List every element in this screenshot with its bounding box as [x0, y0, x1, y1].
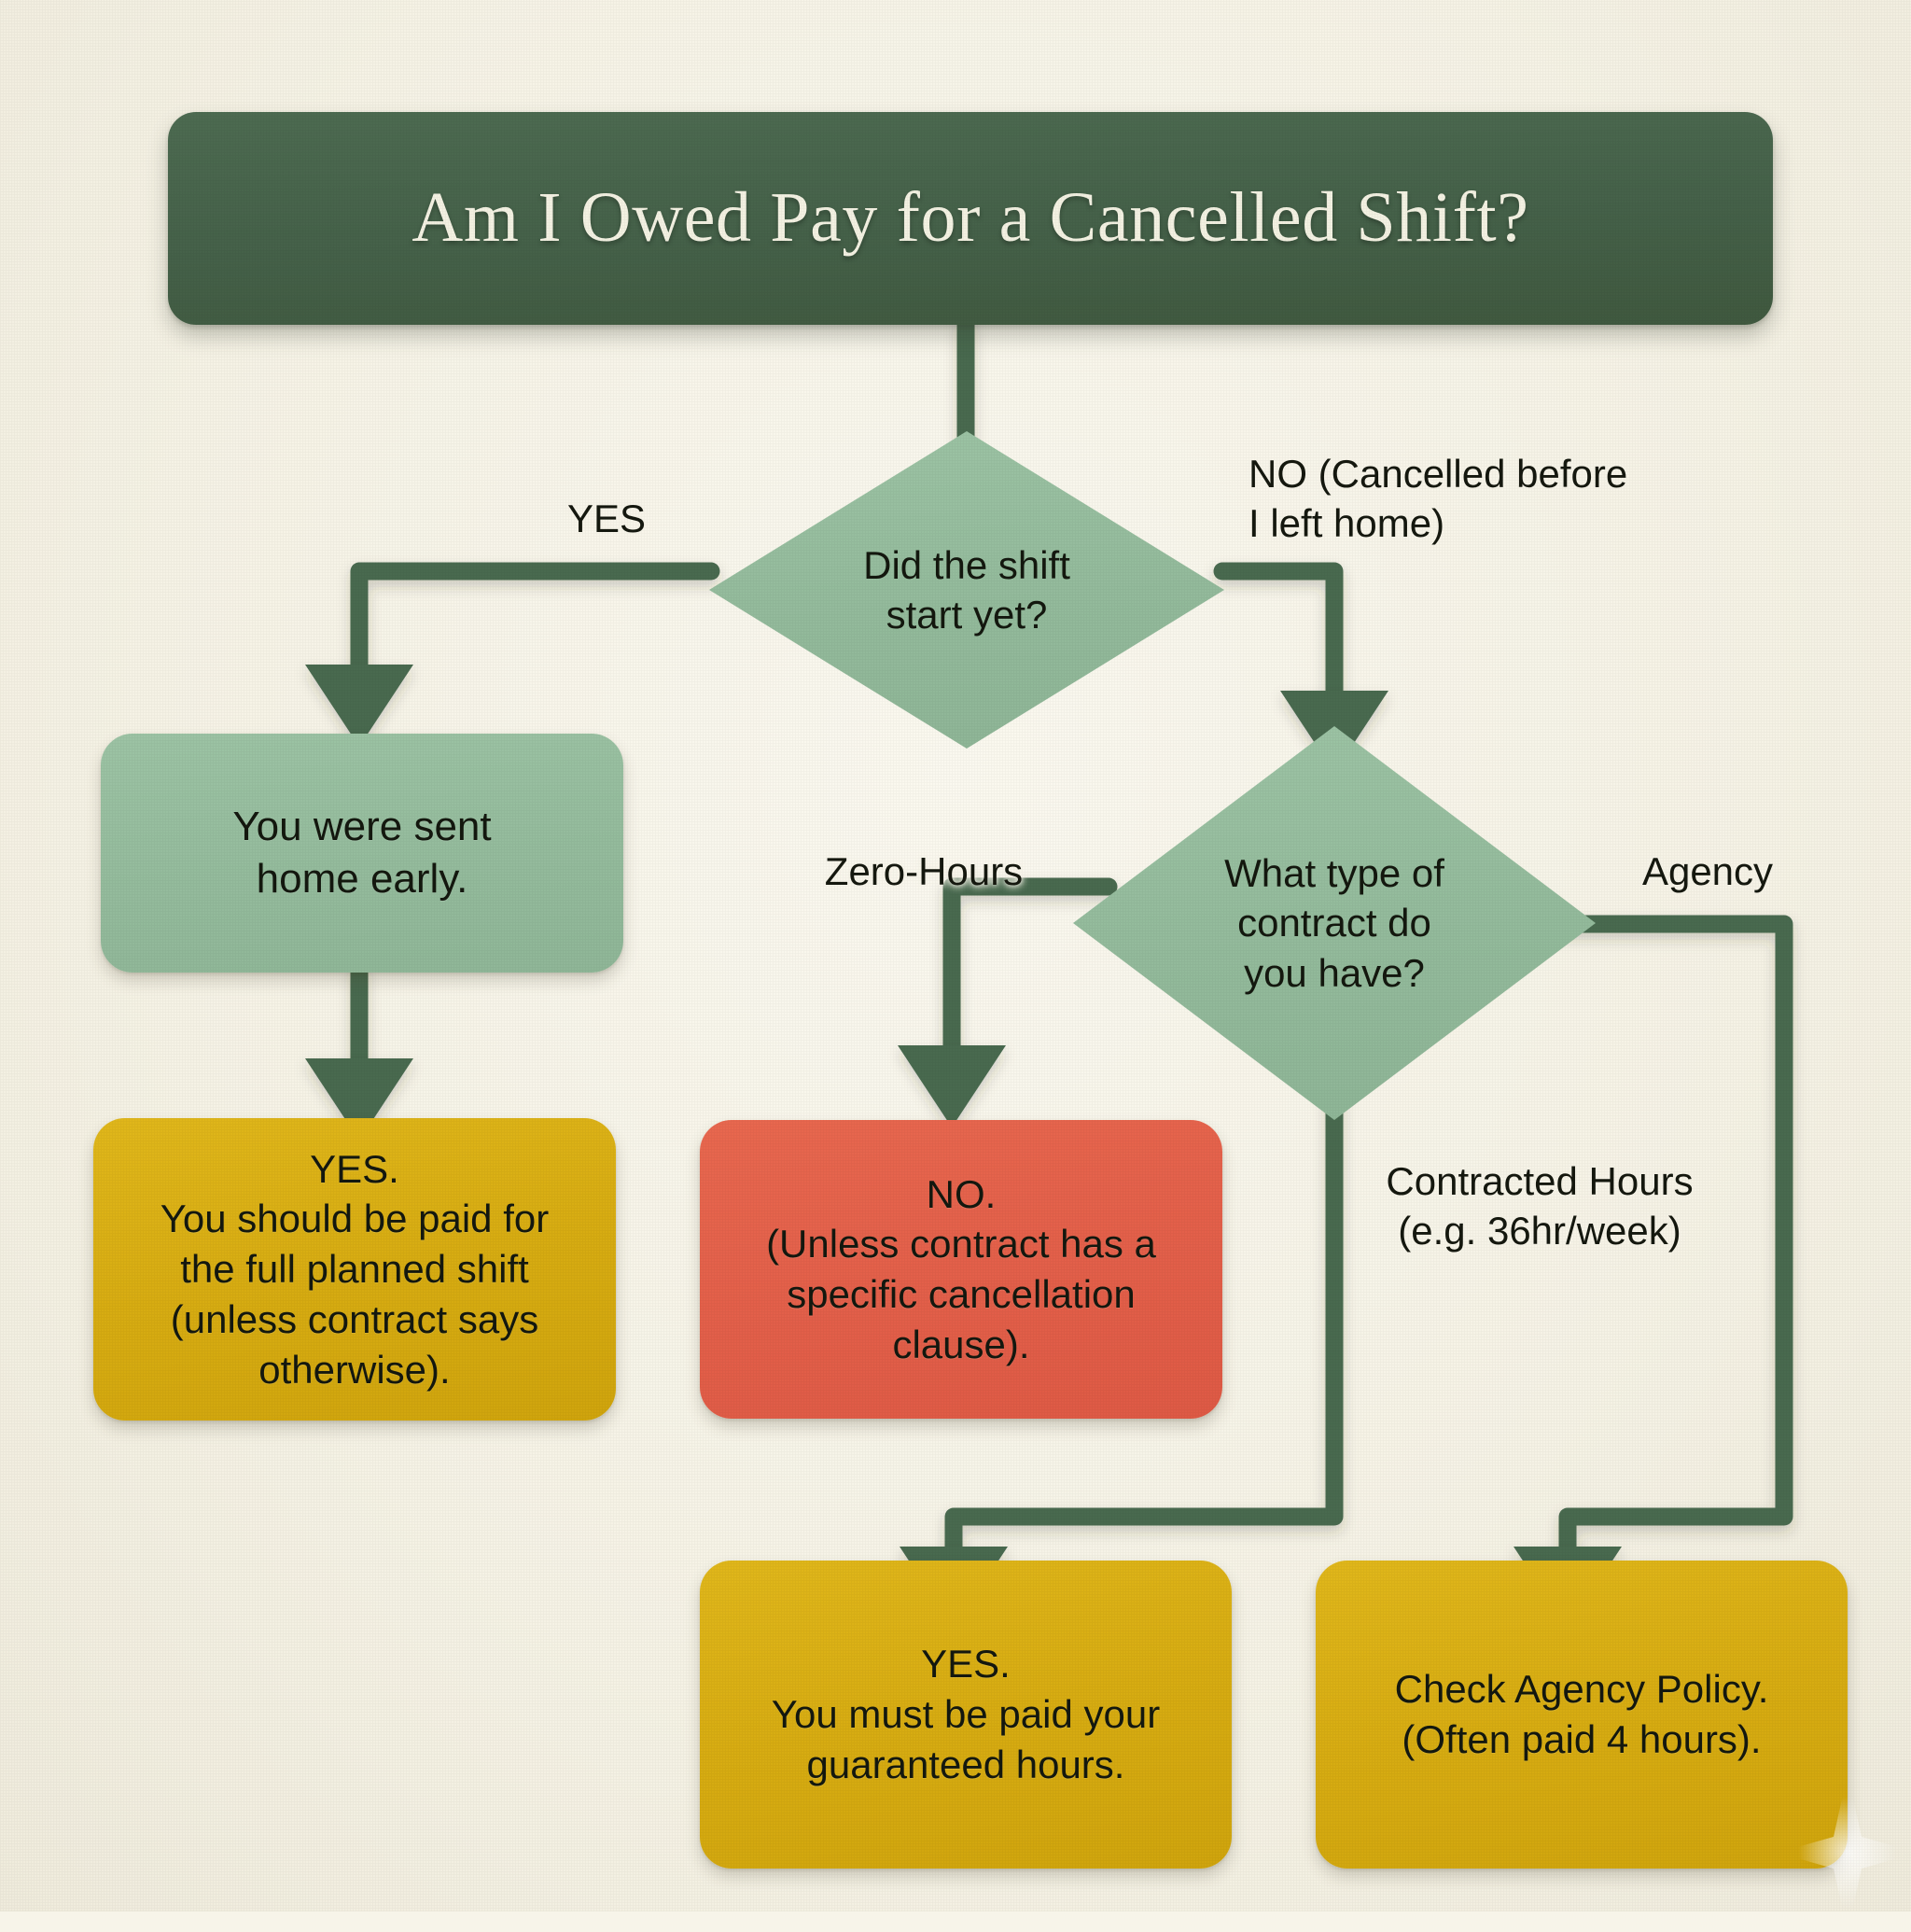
- node-outcome-guaranteed-hours-label: YES. You must be paid your guaranteed ho…: [771, 1642, 1161, 1786]
- node-outcome-check-agency-policy[interactable]: Check Agency Policy. (Often paid 4 hours…: [1316, 1561, 1848, 1869]
- node-outcome-guaranteed-hours[interactable]: YES. You must be paid your guaranteed ho…: [700, 1561, 1232, 1869]
- node-outcome-check-agency-policy-label: Check Agency Policy. (Often paid 4 hours…: [1394, 1667, 1769, 1761]
- edge-decision1-yes: [350, 562, 720, 691]
- arrowhead-to-outcome1: [305, 1058, 413, 1141]
- decision-contract-type-label: What type of contract do you have?: [1224, 851, 1444, 995]
- edge-decision1-no: [1213, 562, 1344, 719]
- node-sent-home-early-label: You were sent home early.: [232, 803, 492, 902]
- page-title: Am I Owed Pay for a Cancelled Shift?: [411, 178, 1529, 258]
- decision-did-shift-start-label: Did the shift start yet?: [863, 542, 1070, 637]
- edge-decision2-agency: [1551, 915, 1793, 1591]
- node-outcome-no-unless-clause[interactable]: NO. (Unless contract has a specific canc…: [700, 1120, 1222, 1419]
- edge-label-yes: YES: [566, 497, 647, 540]
- decision-contract-type[interactable]: What type of contract do you have?: [1073, 726, 1596, 1120]
- arrowhead-zero-hours: [898, 1045, 1006, 1127]
- edge-label-zero-hours: Zero-Hours: [824, 849, 1024, 893]
- node-outcome-full-planned-shift-label: YES. You should be paid for the full pla…: [160, 1146, 550, 1392]
- edge-decision2-zero-hours: [942, 877, 1118, 1083]
- node-sent-home-early[interactable]: You were sent home early.: [101, 734, 623, 973]
- edge-label-no-cancelled-before: NO (Cancelled before I left home): [1248, 452, 1628, 545]
- chart-title-bar: Am I Owed Pay for a Cancelled Shift?: [168, 112, 1773, 325]
- edge-label-contracted-hours: Contracted Hours (e.g. 36hr/week): [1386, 1159, 1694, 1253]
- node-outcome-full-planned-shift[interactable]: YES. You should be paid for the full pla…: [93, 1118, 616, 1421]
- decision-did-shift-start[interactable]: Did the shift start yet?: [709, 431, 1224, 749]
- node-outcome-no-unless-clause-label: NO. (Unless contract has a specific canc…: [766, 1171, 1156, 1366]
- edge-label-agency: Agency: [1641, 849, 1774, 893]
- arrowhead-yes: [305, 665, 413, 747]
